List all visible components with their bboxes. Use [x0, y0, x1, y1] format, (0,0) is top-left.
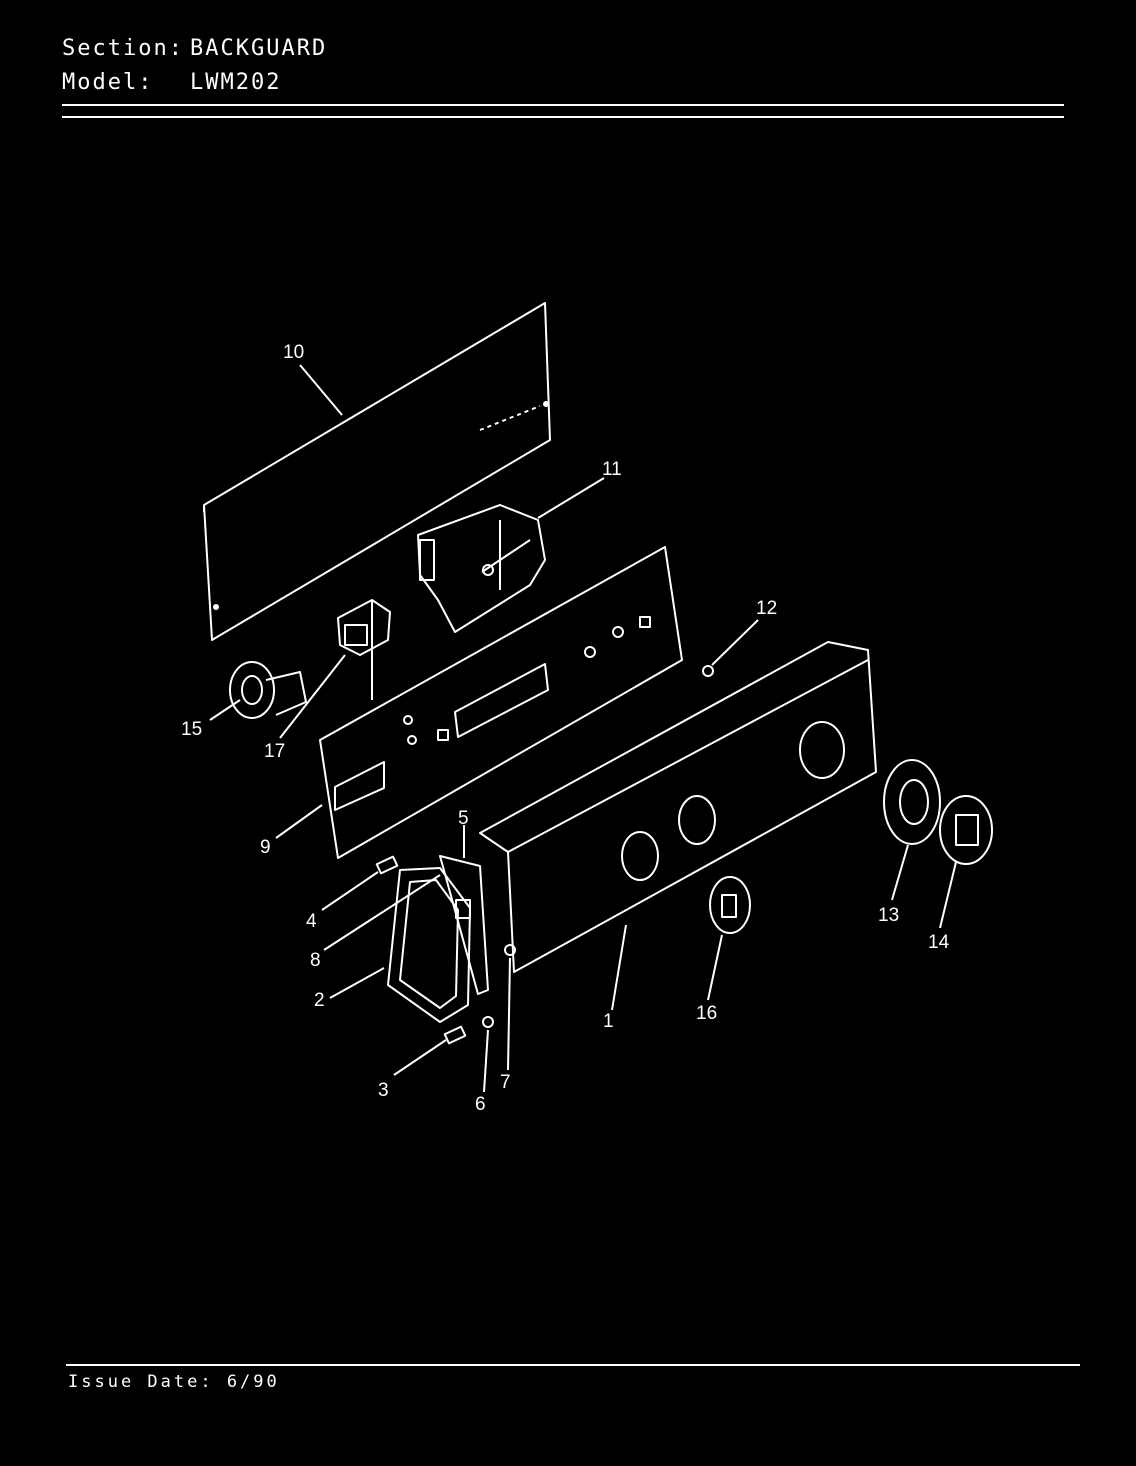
callout-2: 2 — [314, 990, 325, 1011]
part-12-screw — [702, 665, 714, 677]
model-value: LWM202 — [190, 70, 282, 95]
part-16-knob — [709, 876, 751, 934]
section-heading: Section:BACKGUARD — [62, 36, 327, 61]
part-4-clip — [375, 855, 399, 875]
part-3-clip — [443, 1025, 467, 1045]
part-1-console — [479, 641, 877, 973]
leader-lines — [209, 364, 957, 1093]
callout-8: 8 — [310, 950, 321, 971]
model-heading: Model: LWM202 — [62, 70, 281, 95]
callout-12: 12 — [756, 598, 777, 619]
callout-10: 10 — [283, 342, 304, 363]
part-14-knob — [939, 795, 993, 865]
callout-17: 17 — [264, 741, 285, 762]
model-label: Model: — [62, 70, 154, 95]
section-value: BACKGUARD — [190, 36, 328, 61]
callout-3: 3 — [378, 1080, 389, 1101]
callout-1: 1 — [603, 1011, 614, 1032]
part-15-control — [229, 661, 307, 719]
callout-11: 11 — [602, 459, 622, 480]
part-13-dial-skirt — [883, 759, 941, 845]
callout-9: 9 — [260, 837, 271, 858]
header-rule-bottom — [62, 116, 1064, 118]
part-17-switch — [337, 599, 391, 700]
section-label: Section: — [62, 36, 184, 61]
callout-6: 6 — [475, 1094, 486, 1115]
callout-4: 4 — [306, 911, 317, 932]
part-5-trim-strip — [439, 855, 489, 995]
part-2-end-cap — [387, 867, 471, 1023]
part-7-screw — [504, 944, 516, 956]
callout-5: 5 — [458, 808, 469, 829]
callout-labels: 10 11 12 15 17 9 5 4 8 2 3 6 7 1 16 13 1… — [181, 342, 950, 1115]
part-8-bracket — [455, 899, 471, 919]
callout-15: 15 — [181, 719, 202, 740]
issue-date: Issue Date: 6/90 — [68, 1372, 280, 1392]
part-6-screw — [482, 1016, 494, 1028]
header-rule-top — [62, 104, 1064, 106]
callout-14: 14 — [928, 932, 950, 953]
part-11-timer — [417, 504, 546, 633]
callout-7: 7 — [500, 1072, 511, 1093]
part-10-rear-panel — [203, 302, 551, 641]
footer-rule — [66, 1364, 1080, 1366]
part-9-control-panel — [319, 546, 683, 859]
callout-16: 16 — [696, 1003, 717, 1024]
callout-13: 13 — [878, 905, 899, 926]
